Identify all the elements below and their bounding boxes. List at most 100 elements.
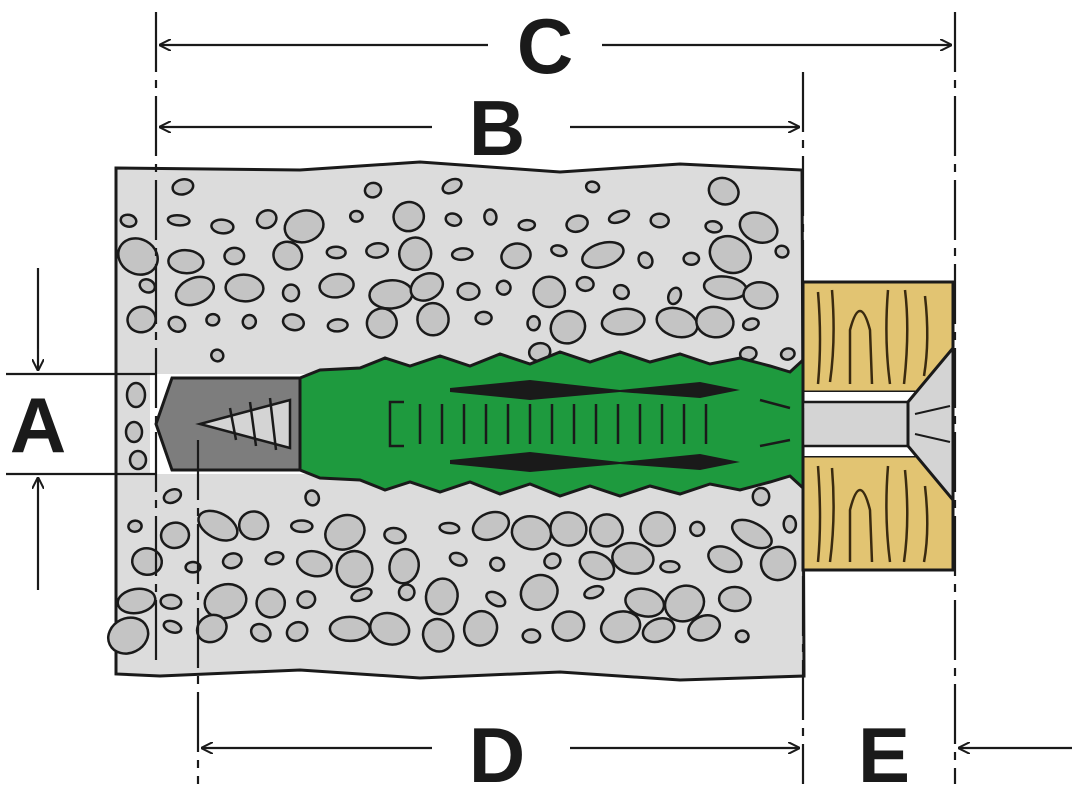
aggregate-stone [575,275,595,293]
aggregate-stone [184,560,202,574]
aggregate-stone [708,234,752,275]
aggregate-stone [663,584,706,623]
aggregate-stone [489,556,506,572]
aggregate-stone [438,521,461,535]
aggregate-stone [599,610,642,644]
aggregate-stone [774,244,790,259]
aggregate-stone [424,577,459,616]
aggregate-stone [600,307,646,336]
aggregate-stone [224,273,265,303]
aggregate-stone [474,310,493,326]
aggregate-stone [205,312,221,327]
dimension-lines [6,12,1072,784]
aggregate-stone [421,617,455,653]
aggregate-stone [565,214,589,234]
aggregate-stone [519,573,559,611]
aggregate-stone [326,318,349,333]
aggregate-stone [695,305,735,339]
aggregate-stone [210,218,235,235]
aggregate-stone [495,279,512,296]
aggregate-stone [409,272,445,302]
aggregate-stone [550,244,568,258]
aggregate-stone [779,347,796,361]
aggregate-stone [203,582,248,620]
aggregate-stone [241,313,258,330]
aggregate-stone [641,616,676,644]
aggregate-stone [500,242,532,270]
aggregate-stone [281,283,301,303]
aggregate-stone [517,218,537,232]
aggregate-stone [281,313,306,332]
dimension-label-d: D [469,711,525,797]
aggregate-stone [255,209,278,230]
aggregate-stone [107,616,150,655]
aggregate-stone [549,511,588,547]
aggregate-stone [167,315,187,333]
dimension-label-e: E [858,711,910,797]
aggregate-stone [441,177,463,195]
aggregate-stone [125,381,147,409]
aggregate-stone [526,315,541,332]
aggregate-stone [666,286,683,306]
aggregate-stone [325,245,347,260]
aggregate-stone [624,587,666,618]
aggregate-stone [365,307,398,339]
aggregate-stone [223,246,246,266]
aggregate-stone [607,209,631,225]
aggregate-stone [388,547,420,585]
aggregate-stone [639,511,677,548]
aggregate-stone [707,176,740,206]
screw-head [906,343,955,505]
aggregate-stone [416,301,450,337]
aggregate-stone [397,236,433,272]
aggregate-stone [741,317,760,332]
aggregate-stone [782,514,798,534]
dimension-label-b: B [469,84,525,172]
aggregate-stone [119,213,138,228]
aggregate-stone [167,248,205,275]
aggregate-stone [471,510,511,542]
aggregate-stone [707,545,743,574]
aggregate-stones [107,176,798,655]
wall-plug [298,350,805,498]
aggregate-stone [583,584,605,600]
aggregate-stone [549,309,587,345]
aggregate-stone [485,590,507,608]
aggregate-stone [283,209,325,244]
aggregate-stone [751,486,771,507]
aggregate-stone [689,520,706,538]
aggregate-stone [159,593,183,610]
aggregate-stone [687,614,722,642]
aggregate-stone [483,208,498,226]
aggregate-stone [249,622,272,643]
aggregate-stone [350,587,373,603]
aggregate-stone [717,585,752,613]
aggregate-stone [704,219,723,234]
aggregate-stone [521,628,542,644]
aggregate-stone [581,240,625,269]
aggregate-stone [348,209,364,223]
board-upper-part [801,280,955,394]
aggregate-stone [174,275,216,307]
aggregate-stone [124,420,144,444]
aggregate-stone [759,545,797,582]
aggregate-stone [237,510,270,541]
aggregate-stone [128,449,148,471]
aggregate-stone [335,549,374,589]
screw-shank [801,343,955,505]
aggregate-stone [197,509,239,542]
aggregate-stone [138,278,157,294]
aggregate-stone [255,587,287,619]
aggregate-stone [210,348,225,363]
aggregate-stone [588,513,624,548]
dimension-label-c: C [517,2,573,90]
aggregate-stone [742,281,779,310]
aggregate-stone [159,521,191,550]
aggregate-stone [285,620,309,643]
aggregate-stone [649,212,670,229]
aggregate-stone [289,519,314,534]
aggregate-stone [450,247,474,262]
aggregate-stone [166,213,191,227]
aggregate-stone [659,560,681,574]
